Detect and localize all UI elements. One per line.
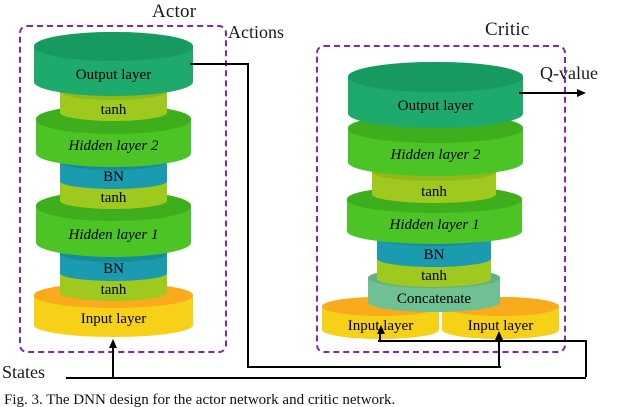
states-connector-main xyxy=(66,377,586,380)
actions-connector-top xyxy=(190,63,249,66)
actor-group-title: Actor xyxy=(152,1,197,22)
actions-connector-bottom xyxy=(246,365,501,368)
actions-connector-vertical xyxy=(246,63,249,368)
actor-group-box xyxy=(19,25,227,353)
disc-top xyxy=(34,32,193,62)
states-arrowhead-critic xyxy=(376,325,385,334)
figure-caption: Fig. 3. The DNN design for the actor net… xyxy=(4,392,396,407)
critic-group-box xyxy=(316,45,566,353)
states-arrowhead-actor xyxy=(108,339,117,348)
states-connector-critic-branch xyxy=(378,340,587,343)
qvalue-label: Q-value xyxy=(540,63,598,83)
actions-connector-riser xyxy=(498,340,501,366)
states-connector-critic-input-riser xyxy=(379,331,382,341)
qvalue-connector xyxy=(519,92,579,95)
critic-group-title: Critic xyxy=(485,19,530,40)
disc-top xyxy=(348,62,523,93)
states-connector-critic-riser xyxy=(585,341,588,377)
qvalue-arrowhead xyxy=(577,88,586,97)
actor-output-layer: Output layer xyxy=(34,32,193,96)
actions-arrowhead xyxy=(494,331,503,340)
states-connector-actor-riser xyxy=(112,348,115,377)
critic-output-layer: Output layer xyxy=(348,62,523,128)
actions-label: Actions xyxy=(228,22,284,42)
states-label: States xyxy=(2,362,45,382)
